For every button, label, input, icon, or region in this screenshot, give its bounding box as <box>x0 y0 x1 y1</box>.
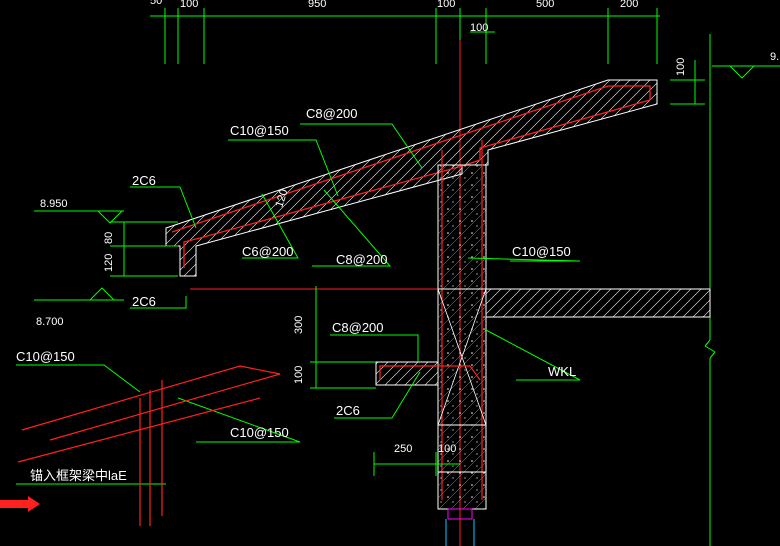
dim-100-mid: 100 <box>293 366 305 384</box>
elevation-upper: 8.950 <box>40 198 68 210</box>
middle-dimensions <box>310 286 460 476</box>
arrow-marker <box>0 496 40 512</box>
label-c10-150-right: C10@150 <box>512 244 571 259</box>
dim-partial-top: 50 <box>150 0 162 7</box>
dim-100-right: 100 <box>675 58 687 76</box>
dim-100-bottom: 100 <box>438 443 456 455</box>
label-c10-150-left: C10@150 <box>16 349 75 364</box>
dim-80: 80 <box>103 232 115 244</box>
dim-120-slab: 120 <box>273 188 290 209</box>
dim-300: 300 <box>293 316 305 334</box>
label-2c6-left: 2C6 <box>132 294 156 309</box>
label-c8-200-top: C8@200 <box>306 106 358 121</box>
label-c6-200: C6@200 <box>242 244 294 259</box>
dim-200: 200 <box>620 0 638 10</box>
sloped-roof-slab <box>165 79 658 277</box>
top-dimension-chain <box>150 8 660 64</box>
dim-100-a: 100 <box>180 0 198 10</box>
lower-cantilever-rebar <box>379 365 481 381</box>
label-2c6-top: 2C6 <box>132 173 156 188</box>
lower-cantilever <box>375 361 439 386</box>
anchorage-detail <box>17 365 281 526</box>
frame-beam-wkl <box>437 288 487 426</box>
dim-100-c: 100 <box>470 22 488 34</box>
beam-diagonal-2 <box>437 288 487 426</box>
label-wkl: WKL <box>548 364 576 379</box>
elevation-lower: 8.700 <box>36 316 64 328</box>
label-c10-150-top: C10@150 <box>230 123 289 138</box>
label-c8-200-lower: C8@200 <box>332 320 384 335</box>
column <box>437 164 487 510</box>
left-dimensions <box>34 210 178 301</box>
dim-500: 500 <box>536 0 554 10</box>
leader-lines <box>16 123 581 485</box>
label-c10-150-bottom: C10@150 <box>230 425 289 440</box>
dim-250: 250 <box>394 443 412 455</box>
label-c8-200-mid: C8@200 <box>336 252 388 267</box>
dim-120: 120 <box>103 254 115 272</box>
dim-100-b: 100 <box>437 0 455 10</box>
roof-top-rebar <box>171 85 651 233</box>
label-2c6-lower: 2C6 <box>336 403 360 418</box>
floor-slab-right <box>485 288 711 318</box>
dim-950: 950 <box>308 0 326 10</box>
column-base-marker <box>447 508 473 520</box>
anchorage-note: 锚入框架梁中laE <box>30 468 127 483</box>
elevation-right-partial: 9. <box>770 51 779 63</box>
